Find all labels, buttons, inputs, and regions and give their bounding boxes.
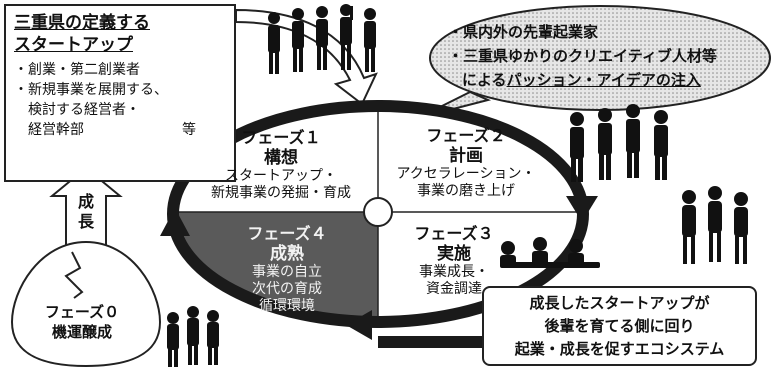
definition-item-text: 新規事業を展開する、 [28,82,168,98]
phase0-label: フェーズ０ 機運醸成 [22,302,142,342]
definition-title-line2: スタートアップ [14,35,133,55]
definition-item-tail: 等 [182,122,196,138]
bubble-line1-text: 県内外の先輩起業家 [463,23,599,41]
quadrant-phase3 [378,212,583,320]
phase4-desc: 事業の自立 [252,264,322,280]
ring-arrow-bottom [346,310,372,340]
definition-item-cont: 経営幹部 等 [14,120,226,140]
ecosystem-line3: 起業・成長を促すエコシステム [514,340,725,358]
crack-icon [64,251,84,299]
ring-arrow-right [566,196,598,222]
bubble-line2-text: 三重県ゆかりのクリエイティブ人材等 [463,47,717,65]
phase2-desc: アクセラレーション・ [396,166,536,182]
phase4-desc: 循環環境 [259,298,315,314]
phase4-title: 成熟 [270,244,304,264]
bubble-line3-prefix: による [462,71,507,89]
cycle-quadrants [173,107,583,320]
phase2-desc: 事業の磨き上げ [417,183,515,199]
bubble-line1: ・県内外の先輩起業家 [448,23,599,41]
top-entry-arrow [235,8,378,106]
quadrant-phase2 [378,107,583,212]
phase2-label: フェーズ２ 計画 アクセラレーション・ 事業の磨き上げ [380,126,552,200]
people-right-silhouettes [570,104,668,182]
growth-char: 長 [77,212,94,231]
speech-bubble [429,5,771,111]
meeting-silhouettes [500,237,600,268]
phase2-title: 計画 [449,146,483,166]
definition-item-text: 創業・第二創業者 [28,62,140,78]
phase0-name: フェーズ０ [44,303,120,321]
bubble-line3: によるパッション・アイデアの注入 [448,68,758,92]
phase4-desc: 次代の育成 [252,281,322,297]
definition-title-line1: 三重県の定義する [14,13,150,33]
phase4-label: フェーズ４ 成熟 事業の自立 次代の育成 循環環境 [212,224,362,315]
phase4-name: フェーズ４ [247,224,327,243]
phase3-title: 実施 [437,244,471,264]
phase3-label: フェーズ３ 実施 事業成長・ 資金調達 [384,224,524,298]
phase1-label: フェーズ１ 構想 スタートアップ・ 新規事業の発掘・育成 [188,128,374,202]
phase1-desc: スタートアップ・ [225,168,337,184]
phase2-name: フェーズ２ [426,126,506,145]
phase3-name: フェーズ３ [414,224,494,243]
quadrant-phase1 [173,107,378,212]
people-top-silhouettes [268,4,376,74]
phase1-name: フェーズ１ [241,128,321,147]
phase0-title: 機運醸成 [51,323,112,341]
definition-item-text: 検討する経営者・ [28,102,140,118]
phase3-desc: 資金調達 [426,281,482,297]
phase1-title: 構想 [264,148,298,168]
phase3-desc: 事業成長・ [419,264,489,280]
center-circle [363,197,393,227]
phase1-desc: 新規事業の発掘・育成 [211,185,351,201]
ring-arrow-left [160,208,190,236]
people-farright-silhouettes [682,186,748,264]
quadrant-phase4 [173,212,378,320]
growth-label: 成 長 [76,192,96,232]
ecosystem-box: 成長したスタートアップが 後輩を育てる側に回り 起業・成長を促すエコシステム [482,286,757,366]
definition-list: ・創業・第二創業者 ・新規事業を展開する、 検討する経営者・ 経営幹部 等 [14,60,226,140]
definition-item: ・創業・第二創業者 [14,62,140,78]
phase0-egg [10,240,162,368]
bubble-text: ・県内外の先輩起業家 ・三重県ゆかりのクリエイティブ人材等 によるパッション・ア… [448,20,758,92]
growth-char: 成 [77,192,94,211]
growth-arrow [49,166,123,249]
bubble-line2: ・三重県ゆかりのクリエイティブ人材等 [448,47,717,65]
ecosystem-line2: 後輩を育てる側に回り [544,317,695,335]
definition-item-text: 経営幹部 [28,122,84,138]
ecosystem-line1: 成長したスタートアップが [529,294,710,312]
bubble-line3-underlined: パッション・アイデアの注入 [506,71,701,89]
definition-box: 三重県の定義する スタートアップ ・創業・第二創業者 ・新規事業を展開する、 検… [4,4,236,182]
definition-item-cont: 検討する経営者・ [14,100,226,120]
people-bottom-silhouettes [167,306,219,367]
definition-item: ・新規事業を展開する、 [14,82,168,98]
